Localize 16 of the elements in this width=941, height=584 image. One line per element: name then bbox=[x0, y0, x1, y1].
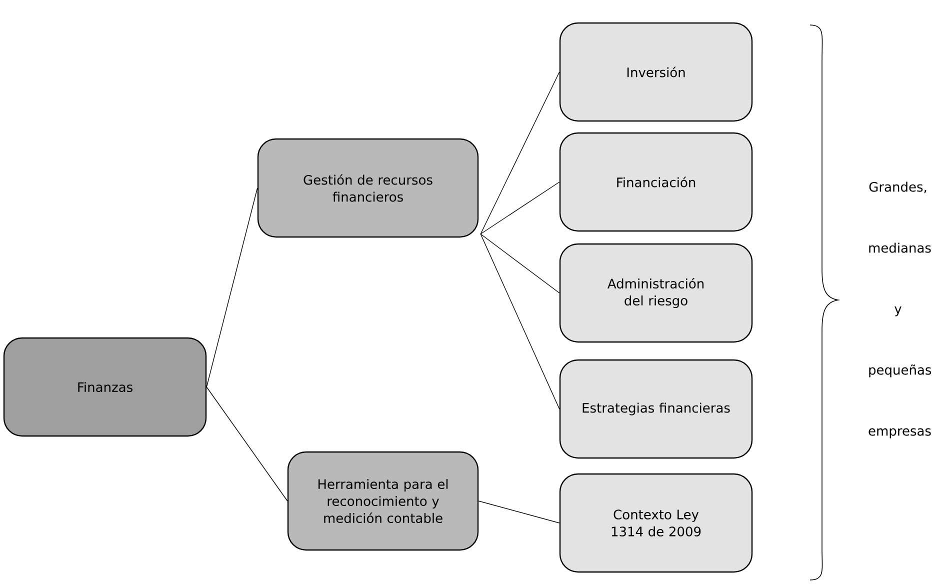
connector-line bbox=[480, 234, 560, 294]
connector-line bbox=[478, 500, 560, 524]
rounded-box: Herramienta para el reconocimiento y medición contable bbox=[287, 451, 479, 551]
rounded-box: Estrategias financieras bbox=[559, 359, 753, 459]
rounded-box: Inversión bbox=[559, 22, 753, 122]
connector-line bbox=[480, 182, 560, 234]
connector-line bbox=[206, 386, 288, 502]
rounded-box: Gestión de recursos financieros bbox=[257, 138, 479, 238]
rounded-box: Financiación bbox=[559, 132, 753, 232]
rounded-box: Administración del riesgo bbox=[559, 243, 753, 343]
connector-line bbox=[480, 72, 560, 234]
connector-line bbox=[206, 188, 258, 388]
rounded-box: Finanzas bbox=[3, 337, 207, 437]
rounded-box: Contexto Ley 1314 de 2009 bbox=[559, 473, 753, 573]
side-label: Grandes, medianas y pequeñas empresas bbox=[868, 182, 932, 438]
connector-line bbox=[480, 234, 560, 410]
